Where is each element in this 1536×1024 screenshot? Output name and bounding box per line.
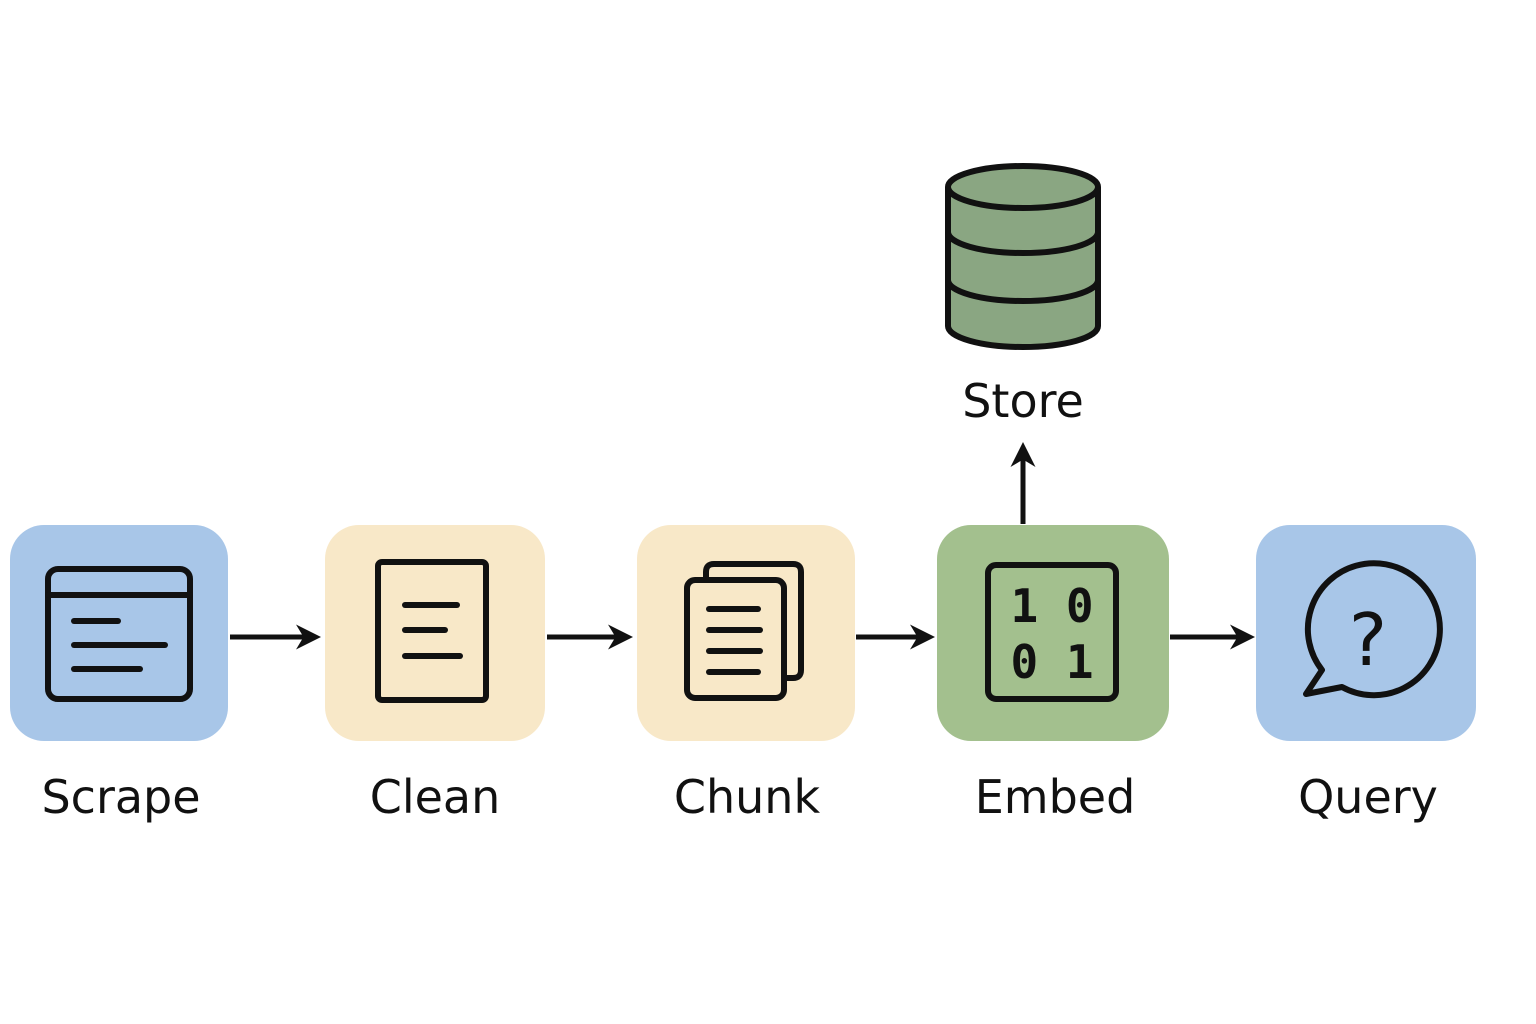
browser-window-icon [45,566,193,702]
scrape-label: Scrape [41,770,201,824]
binary-icon: 1 0 0 1 [985,562,1119,702]
binary-digits-row-1: 1 0 [1010,579,1093,633]
binary-digits-row-2: 0 1 [1010,635,1093,689]
embed-label: Embed [974,770,1136,824]
embed-box[interactable] [937,525,1169,741]
question-bubble-icon: ? [1303,560,1443,699]
store-label: Store [962,374,1084,428]
clean-label: Clean [369,770,501,824]
question-mark-glyph: ? [1349,598,1387,682]
query-label: Query [1298,770,1438,824]
stacked-documents-icon [684,561,804,701]
document-icon [375,559,489,703]
chunk-label: Chunk [673,770,821,824]
scrape-box[interactable] [10,525,228,741]
database-icon [945,163,1101,350]
